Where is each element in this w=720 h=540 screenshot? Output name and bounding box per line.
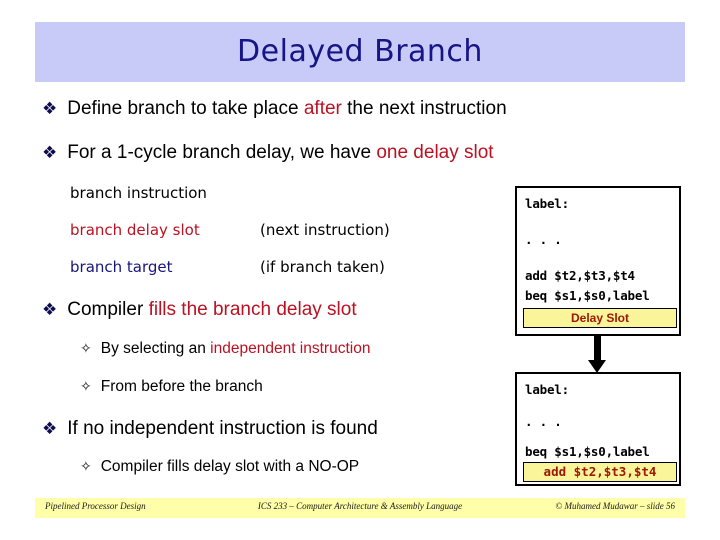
star-bullet-icon: ✧ <box>80 341 92 357</box>
bullet-one-delay-slot: ❖ For a 1-cycle branch delay, we have on… <box>42 142 494 164</box>
diamond-bullet-icon: ❖ <box>42 99 58 119</box>
subbullet-from-before-branch: ✧ From before the branch <box>80 378 263 396</box>
code-box-before: label: . . . add $t2,$t3,$t4 beq $s1,$s0… <box>515 186 681 336</box>
diamond-bullet-icon: ❖ <box>42 300 58 320</box>
code-box-after: label: . . . beq $s1,$s0,label add $t2,$… <box>515 372 681 486</box>
subbullet-2-text: From before the branch <box>100 378 263 395</box>
bullet-4-text: If no independent instruction is found <box>67 418 378 439</box>
code-after-line-1: . . . <box>525 414 562 429</box>
sequence-line-branch-target: branch target (if branch taken) <box>70 258 385 276</box>
bullet-3-pre: Compiler <box>67 299 149 320</box>
diamond-bullet-icon: ❖ <box>42 143 58 163</box>
delay-slot-box-empty: Delay Slot <box>523 308 677 328</box>
code-before-line-3: beq $s1,$s0,label <box>525 288 650 303</box>
page-title: Delayed Branch <box>237 34 483 69</box>
footer-right-text: © Muhamed Mudawar – slide 56 <box>555 501 675 511</box>
code-after-line-2: beq $s1,$s0,label <box>525 444 650 459</box>
code-before-line-2: add $t2,$t3,$t4 <box>525 268 635 283</box>
code-before-line-1: . . . <box>525 232 562 247</box>
subbullet-1-text: By selecting an independent instruction <box>101 340 371 358</box>
sequence-line-3-note: (if branch taken) <box>260 258 385 276</box>
sequence-line-2-note: (next instruction) <box>260 221 390 239</box>
star-bullet-icon: ✧ <box>80 379 92 395</box>
bullet-2-pre: For a 1-cycle branch delay, we have <box>67 142 377 163</box>
bullet-no-independent-instruction: ❖ If no independent instruction is found <box>42 418 378 440</box>
bullet-define-branch: ❖ Define branch to take place after the … <box>42 98 507 120</box>
title-banner: Delayed Branch <box>35 22 685 82</box>
footer-left-text: Pipelined Processor Design <box>45 501 146 511</box>
subbullet-fills-noop: ✧ Compiler fills delay slot with a NO-OP <box>80 458 359 476</box>
code-before-line-0: label: <box>525 196 569 211</box>
subbullet-3-text: Compiler fills delay slot with a NO-OP <box>100 458 360 475</box>
bullet-2-emphasis: one delay slot <box>376 142 494 163</box>
bullet-3-emphasis: fills the branch delay slot <box>148 299 357 320</box>
bullet-1-text: Define branch to take place after the ne… <box>67 98 506 120</box>
code-after-line-0: label: <box>525 382 569 397</box>
sequence-line-1-label: branch instruction <box>70 184 207 202</box>
bullet-1-emphasis: after <box>303 98 342 119</box>
delay-slot-box-filled: add $t2,$t3,$t4 <box>523 462 677 482</box>
sequence-line-2-label: branch delay slot <box>70 221 200 239</box>
star-bullet-icon: ✧ <box>80 459 92 475</box>
diamond-bullet-icon: ❖ <box>42 419 58 439</box>
down-arrow-head-icon <box>588 360 606 373</box>
bullet-1-post: the next instruction <box>341 98 507 119</box>
sequence-line-branch-instruction: branch instruction <box>70 184 207 202</box>
sequence-line-3-label: branch target <box>70 258 173 276</box>
bullet-compiler-fills: ❖ Compiler fills the branch delay slot <box>42 299 357 321</box>
bullet-3-text: Compiler fills the branch delay slot <box>67 299 356 321</box>
sequence-line-branch-delay-slot: branch delay slot (next instruction) <box>70 221 390 239</box>
subbullet-independent-instruction: ✧ By selecting an independent instructio… <box>80 340 370 358</box>
footer-bar: Pipelined Processor Design ICS 233 – Com… <box>35 498 685 518</box>
bullet-2-text: For a 1-cycle branch delay, we have one … <box>67 142 493 164</box>
footer-center-text: ICS 233 – Computer Architecture & Assemb… <box>257 501 463 511</box>
subbullet-1-emphasis: independent instruction <box>210 340 371 357</box>
down-arrow-stem-icon <box>594 336 601 361</box>
bullet-1-pre: Define branch to take place <box>67 98 304 119</box>
subbullet-1-pre: By selecting an <box>100 340 211 357</box>
